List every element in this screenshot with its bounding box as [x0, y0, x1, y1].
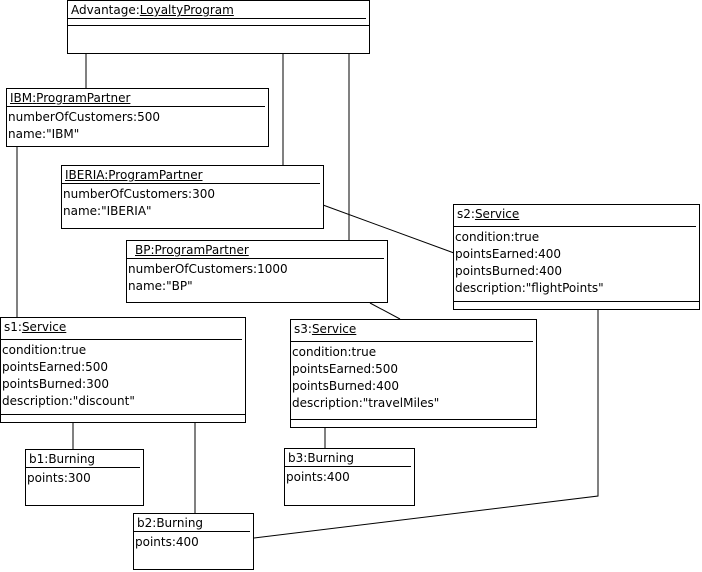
attribute-list: condition:true pointsEarned:500 pointsBu…: [291, 342, 536, 412]
object-title: b1:Burning: [26, 450, 140, 468]
class-name: ProgramPartner: [36, 91, 131, 105]
object-s1-service[interactable]: s1:Service condition:true pointsEarned:5…: [0, 317, 246, 423]
object-ibm-programpartner[interactable]: IBM:ProgramPartner numberOfCustomers:500…: [6, 88, 269, 147]
attribute: name:"BP": [128, 279, 193, 293]
attribute: name:"IBM": [8, 127, 80, 141]
attribute-list: points:400: [285, 467, 414, 486]
attribute: pointsEarned:500: [292, 362, 399, 376]
attribute: points:300: [27, 471, 91, 485]
attribute-list: numberOfCustomers:1000 name:"BP": [127, 259, 387, 295]
object-bp-programpartner[interactable]: BP:ProgramPartner numberOfCustomers:1000…: [126, 240, 388, 303]
class-name: Service: [311, 322, 357, 336]
object-b2-burning[interactable]: b2:Burning points:400: [133, 513, 254, 570]
object-advantage-loyaltyprogram[interactable]: Advantage:LoyaltyProgram: [67, 0, 370, 54]
object-title: BP:ProgramPartner: [127, 241, 384, 259]
attribute: pointsEarned:400: [455, 247, 562, 261]
attribute: condition:true: [2, 343, 87, 357]
attribute: pointsBurned:400: [455, 264, 562, 278]
attribute: numberOfCustomers:1000: [128, 262, 288, 276]
object-title: s2:Service: [454, 205, 696, 227]
attribute: numberOfCustomers:500: [8, 110, 160, 124]
class-name: Burning: [307, 451, 355, 465]
link-bp-s3: [369, 302, 401, 320]
object-b1-burning[interactable]: b1:Burning points:300: [25, 449, 144, 506]
object-title: IBERIA:ProgramPartner: [62, 166, 320, 184]
attribute: pointsEarned:500: [2, 360, 109, 374]
link-iberia-s2: [322, 204, 455, 254]
object-s2-service[interactable]: s2:Service condition:true pointsEarned:4…: [453, 204, 700, 310]
attribute-list: points:400: [134, 532, 253, 551]
object-divider: [1, 414, 245, 415]
object-iberia-programpartner[interactable]: IBERIA:ProgramPartner numberOfCustomers:…: [61, 165, 324, 229]
object-divider: [68, 25, 369, 26]
attribute: name:"IBERIA": [63, 204, 152, 218]
object-title: b2:Burning: [134, 514, 250, 532]
class-name: Service: [21, 320, 67, 334]
object-title: b3:Burning: [285, 449, 411, 467]
attribute-list: points:300: [26, 468, 143, 487]
class-name: ProgramPartner: [154, 243, 249, 257]
attribute: numberOfCustomers:300: [63, 187, 215, 201]
object-divider: [454, 301, 699, 302]
attribute: condition:true: [455, 230, 540, 244]
attribute: description:"travelMiles": [292, 396, 440, 410]
attribute: description:"discount": [2, 394, 135, 408]
class-name: Burning: [156, 516, 204, 530]
object-s3-service[interactable]: s3:Service condition:true pointsEarned:5…: [290, 319, 537, 428]
attribute: pointsBurned:300: [2, 377, 109, 391]
class-name: ProgramPartner: [108, 168, 203, 182]
attribute-list: condition:true pointsEarned:400 pointsBu…: [454, 227, 699, 297]
object-title: s1:Service: [1, 318, 242, 340]
object-title: s3:Service: [291, 320, 533, 342]
attribute: pointsBurned:400: [292, 379, 399, 393]
object-title: IBM:ProgramPartner: [7, 89, 265, 107]
object-divider: [291, 419, 536, 420]
attribute: condition:true: [292, 345, 377, 359]
object-title: Advantage:LoyaltyProgram: [68, 1, 366, 19]
attribute: points:400: [286, 470, 350, 484]
attribute-list: condition:true pointsEarned:500 pointsBu…: [1, 340, 245, 410]
class-name: LoyaltyProgram: [139, 3, 234, 17]
attribute: description:"flightPoints": [455, 281, 604, 295]
class-name: Burning: [48, 452, 96, 466]
object-b3-burning[interactable]: b3:Burning points:400: [284, 448, 415, 506]
attribute: points:400: [135, 535, 199, 549]
class-name: Service: [474, 207, 520, 221]
attribute-list: numberOfCustomers:300 name:"IBERIA": [62, 184, 323, 220]
link-s2-b2: [253, 310, 599, 539]
attribute-list: numberOfCustomers:500 name:"IBM": [7, 107, 268, 143]
